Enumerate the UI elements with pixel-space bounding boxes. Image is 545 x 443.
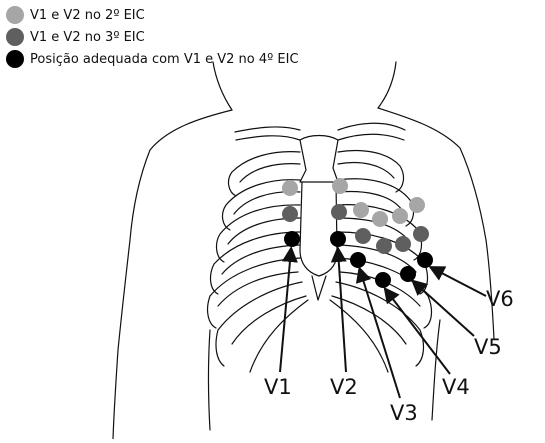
legend-item-4eic: Posição adequada com V1 e V2 no 4º EIC [6, 48, 299, 70]
pointer-arrows [279, 246, 487, 399]
lead-label-v1: V1 [264, 375, 292, 399]
legend-label-2eic: V1 e V2 no 2º EIC [30, 7, 145, 23]
legend-item-2eic: V1 e V2 no 2º EIC [6, 4, 299, 26]
arrow-v1 [279, 246, 298, 373]
rib-right-7 [329, 299, 389, 373]
clavicle-left-lower [235, 135, 301, 141]
neck-right [377, 61, 397, 109]
electrode-v3-2eic [353, 202, 369, 218]
electrode-v2-4eic [330, 231, 346, 247]
electrode-v6-2eic [409, 197, 425, 213]
arrow-v2 [330, 246, 347, 373]
rib-left-3 [215, 204, 301, 263]
rib-left-5 [206, 257, 301, 329]
arrow-v4 [383, 286, 451, 375]
electrode-markers [282, 178, 433, 288]
neck-left [212, 61, 233, 111]
clavicle-right [337, 122, 406, 131]
arm-left [207, 329, 211, 431]
electrode-v3-4eic [350, 252, 366, 268]
electrode-v2-2eic [332, 178, 348, 194]
rib-right-2b [337, 190, 403, 211]
shoulder-left [112, 109, 233, 440]
arrow-v5 [411, 279, 475, 337]
lead-label-v3: V3 [390, 401, 418, 425]
lead-label-v4: V4 [442, 375, 470, 399]
legend-marker-4eic [6, 50, 24, 68]
rib-left-6b [231, 295, 307, 345]
electrode-v4-3eic [376, 238, 392, 254]
rib-right-2 [337, 178, 415, 227]
electrode-v6-4eic [417, 252, 433, 268]
sternum-body [299, 181, 338, 277]
electrode-v3-3eic [355, 228, 371, 244]
legend-marker-3eic [6, 28, 24, 46]
sternum-manubrium [299, 134, 339, 183]
lead-label-v6: V6 [486, 287, 514, 311]
lead-label-v5: V5 [474, 335, 502, 359]
rib-left-2 [221, 179, 301, 231]
electrode-v5-3eic [395, 236, 411, 252]
electrode-v1-2eic [282, 180, 298, 196]
electrode-v5-4eic [400, 266, 416, 282]
rib-right-1b [337, 161, 395, 179]
legend-marker-2eic [6, 6, 24, 24]
rib-right-1 [337, 149, 405, 193]
electrode-v2-3eic [331, 204, 347, 220]
electrode-v1-3eic [282, 206, 298, 222]
legend-label-3eic: V1 e V2 no 3º EIC [30, 29, 145, 45]
shoulder-right [377, 107, 495, 340]
legend: V1 e V2 no 2º EIC V1 e V2 no 3º EIC Posi… [6, 4, 299, 70]
electrode-v4-2eic [372, 211, 388, 227]
legend-item-3eic: V1 e V2 no 3º EIC [6, 26, 299, 48]
arm-right [431, 319, 441, 421]
rib-left-1b [239, 163, 301, 183]
electrode-v1-4eic [284, 231, 300, 247]
legend-label-4eic: Posição adequada com V1 e V2 no 4º EIC [30, 51, 299, 67]
lead-label-v2: V2 [330, 375, 358, 399]
clavicle-left [234, 126, 301, 133]
arrow-v6 [428, 266, 487, 297]
rib-left-6 [215, 281, 303, 367]
clavicle-right-lower [337, 133, 405, 141]
electrode-v4-4eic [375, 272, 391, 288]
electrode-v5-2eic [392, 208, 408, 224]
rib-left-1 [227, 151, 301, 197]
rib-left-7 [249, 299, 309, 373]
rib-right-6 [335, 281, 425, 367]
rib-left-4 [209, 231, 301, 295]
xiphoid [311, 275, 327, 301]
arrow-v3 [355, 266, 401, 399]
electrode-v6-3eic [413, 226, 429, 242]
